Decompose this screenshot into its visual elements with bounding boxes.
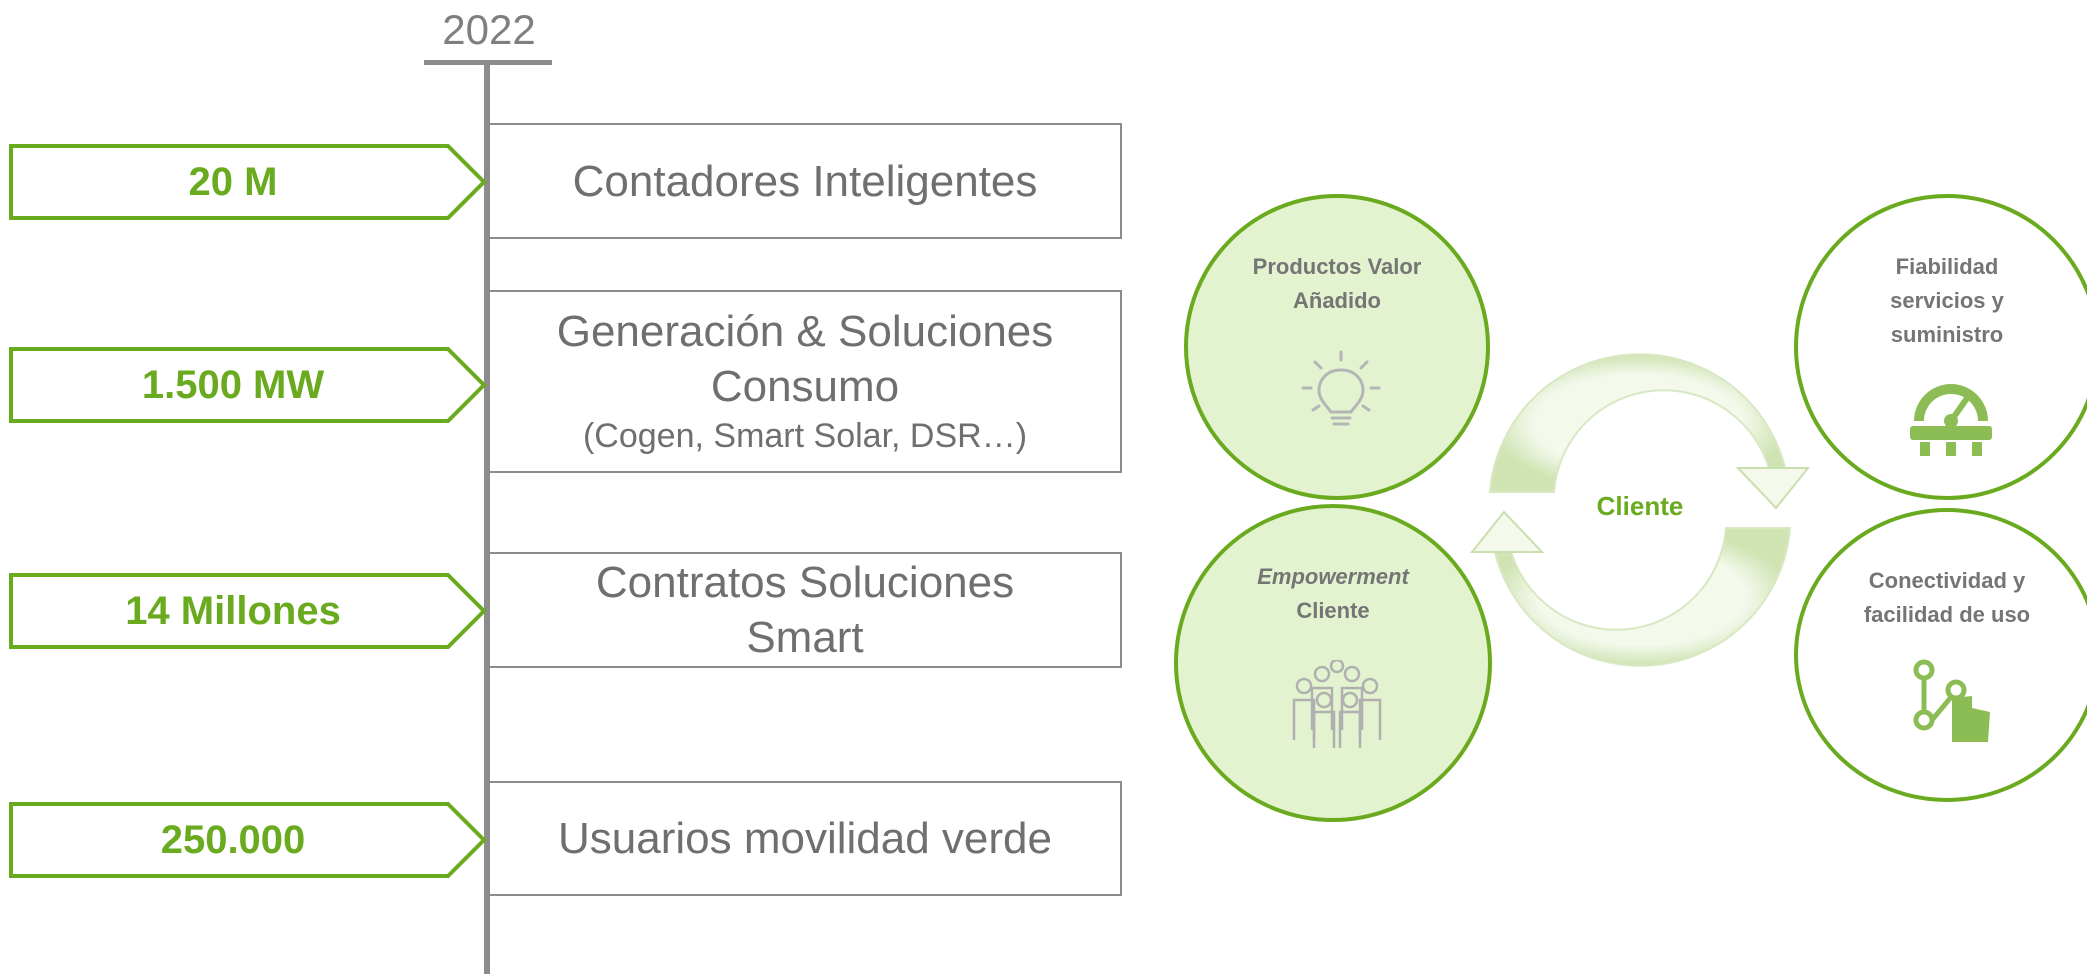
circle-label-line-2: servicios y [1890, 288, 2004, 314]
circle-label-line-3: suministro [1890, 322, 2004, 348]
lightbulb-icon [1301, 350, 1381, 426]
milestone-value-arrow: 1.500 MW [8, 346, 488, 424]
milestone-title-line-1: Generación & Soluciones [556, 307, 1054, 357]
milestone-value: 250.000 [160, 818, 306, 862]
milestone-title-line-2: Smart [746, 613, 864, 662]
milestone-title: Usuarios movilidad verde [558, 814, 1052, 863]
circle-label-italic: Empowerment [1257, 564, 1409, 589]
circle-value-added-products: Productos Valor Añadido [1184, 194, 1490, 500]
circle-service-reliability: Fiabilidad servicios y suministro [1794, 194, 2087, 500]
circle-label-line-2: Cliente [1296, 598, 1370, 624]
milestone-title: Contadores Inteligentes [572, 156, 1038, 206]
year-underline [424, 60, 552, 65]
touch-connect-icon [1913, 659, 1990, 742]
circle-label: Fiabilidad servicios y suministro [1798, 250, 2087, 352]
timeline-year: 2022 [442, 6, 536, 53]
milestone-value: 20 M [188, 160, 278, 204]
circle-connectivity: Conectividad y facilidad de uso [1794, 508, 2087, 802]
cycle-center-label: Cliente [1596, 491, 1684, 521]
milestone-box-smart-contracts: Contratos Soluciones Smart [488, 552, 1122, 668]
circle-label: Productos Valor Añadido [1188, 250, 1486, 318]
circle-label-line-2: Añadido [1293, 288, 1381, 314]
people-group-icon [1292, 660, 1382, 748]
arrow-shape [9, 573, 487, 649]
circle-label-line-1: Fiabilidad [1895, 254, 1999, 279]
circle-label: Empowerment Cliente [1178, 560, 1488, 628]
milestone-value-arrow: 14 Millones [8, 572, 488, 650]
customer-cycle-arrows [1470, 353, 1810, 667]
circle-label-line-1: Productos Valor [1252, 254, 1422, 279]
milestone-value-arrow: 250.000 [8, 801, 488, 879]
milestone-title-line-1: Contratos Soluciones [595, 558, 1015, 607]
timeline-axis [484, 64, 490, 974]
circle-label: Conectividad y facilidad de uso [1798, 564, 2087, 632]
milestone-title-line-2: Consumo [710, 362, 900, 412]
circle-label-line-2: facilidad de uso [1863, 602, 2031, 628]
milestone-box-green-mobility: Usuarios movilidad verde [488, 781, 1122, 896]
milestone-value-arrow: 20 M [8, 143, 488, 221]
milestone-box-generation: Generación & Soluciones Consumo (Cogen, … [488, 290, 1122, 473]
milestone-subtitle: (Cogen, Smart Solar, DSR…) [582, 417, 1028, 456]
milestone-value: 1.500 MW [141, 363, 325, 407]
circle-label-line-1: Conectividad y [1868, 568, 2026, 593]
circle-customer-empowerment: Empowerment Cliente [1174, 504, 1492, 822]
gauge-gear-icon [1910, 384, 1992, 456]
milestone-value: 14 Millones [125, 589, 341, 633]
arrow-shape [9, 144, 487, 220]
arrow-shape [9, 347, 487, 423]
arrow-shape [9, 802, 487, 878]
milestone-box-smart-meters: Contadores Inteligentes [488, 123, 1122, 239]
